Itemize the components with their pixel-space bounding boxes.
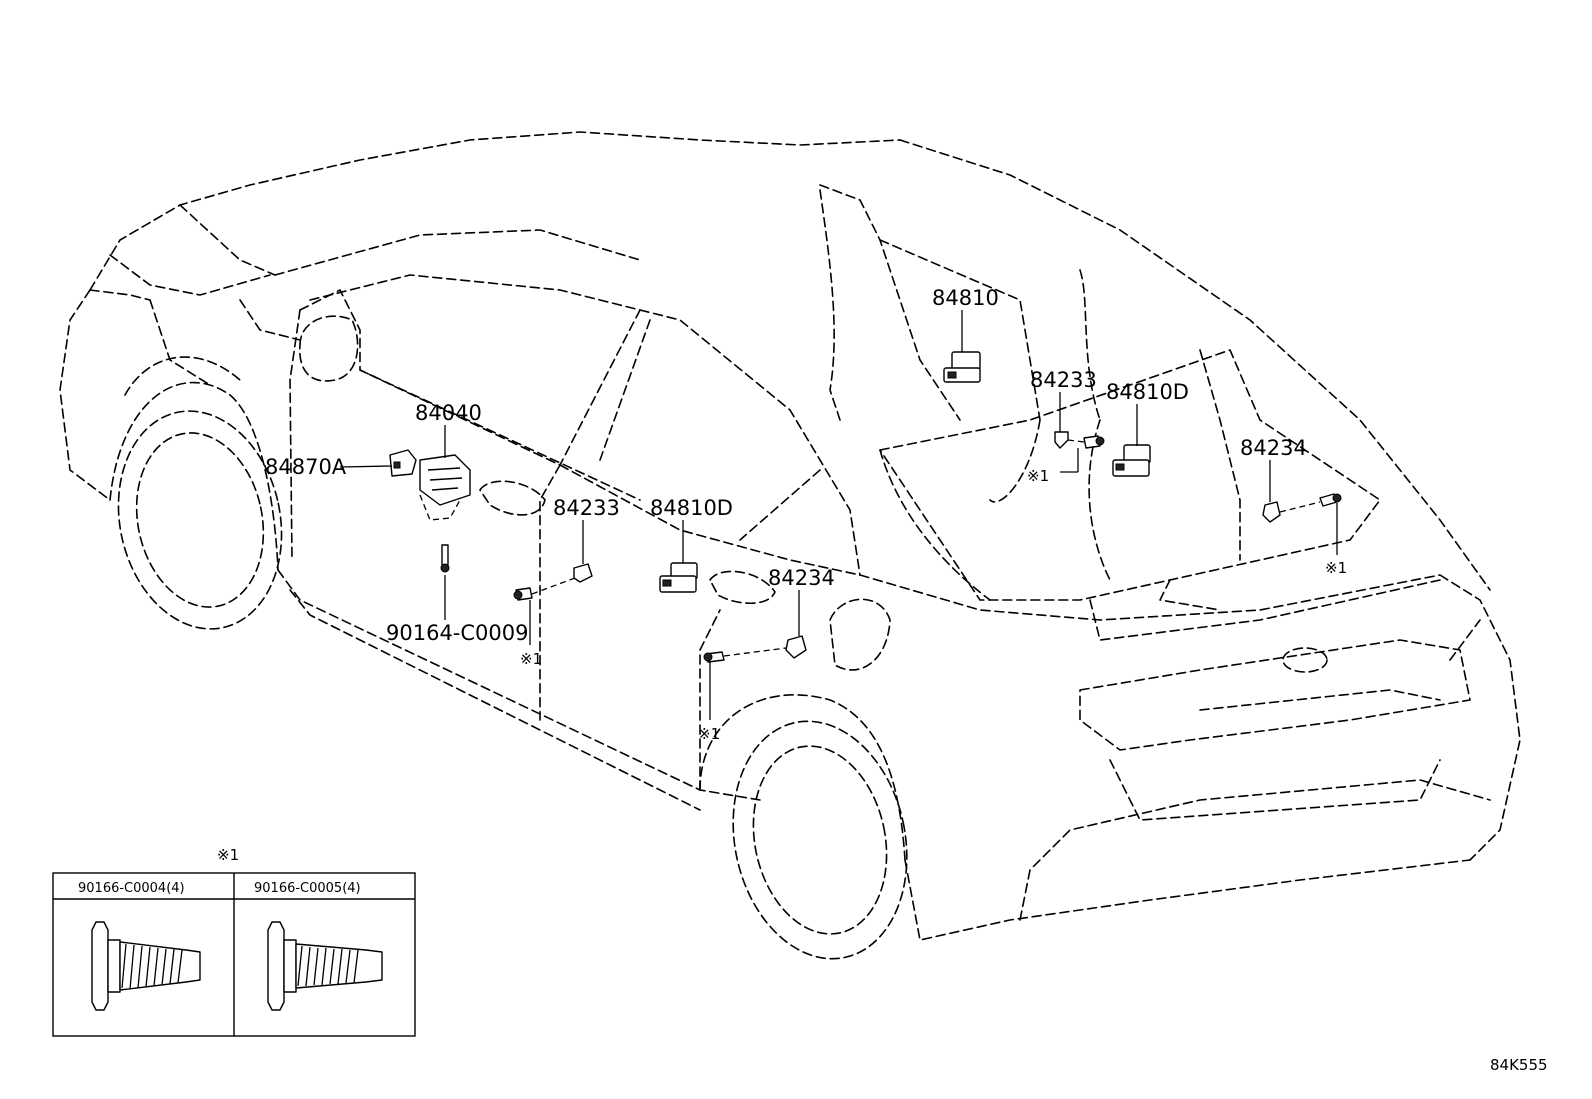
part-labels: 84810 84233 84810D 84234 84040 84870A 84… <box>265 286 1307 645</box>
ref-mark-rear-door: ※1 <box>698 725 720 743</box>
ref-mark-front-door: ※1 <box>520 650 542 668</box>
screw-rear-far-right <box>1319 493 1342 507</box>
label-84040: 84040 <box>415 401 482 425</box>
screw-90166-C0005-illustration <box>267 921 383 1011</box>
fastener-legend: ※1 90166-C0004(4) 90166-C0005(4) <box>52 846 416 1037</box>
part-84233-front-switch <box>573 563 593 583</box>
label-84234-rear: 84234 <box>1240 436 1307 460</box>
reference-marks: ※1 ※1 ※1 ※1 <box>520 467 1347 743</box>
diagram-code: 84K555 <box>1490 1056 1548 1074</box>
label-84810D-front: 84810D <box>650 496 733 520</box>
part-84870A-switch <box>389 449 417 477</box>
label-84810D-rear: 84810D <box>1106 380 1189 404</box>
screw-90166-C0004-illustration <box>91 921 201 1011</box>
screw-90164-C0009 <box>440 544 450 573</box>
screw-front-door <box>513 587 533 601</box>
legend-title: ※1 <box>217 846 239 864</box>
ref-mark-rear-inner: ※1 <box>1027 467 1049 485</box>
legend-label-left: 90166-C0004(4) <box>78 881 185 896</box>
label-84870A: 84870A <box>265 455 347 479</box>
part-84810-switch <box>943 351 981 383</box>
part-84234-front-switch <box>785 635 807 659</box>
part-84234-rear-switch <box>1262 501 1281 523</box>
label-84233-rear: 84233 <box>1030 368 1097 392</box>
label-84810: 84810 <box>932 286 999 310</box>
ref-mark-rear-far: ※1 <box>1325 559 1347 577</box>
label-84233-front: 84233 <box>553 496 620 520</box>
part-84810D-rear-switch <box>1112 444 1151 477</box>
car-body-outline <box>59 131 1521 960</box>
part-84040-switch-assembly <box>419 454 471 521</box>
part-84810D-front-switch <box>659 562 698 593</box>
leader-lines <box>339 310 1338 720</box>
legend-label-right: 90166-C0005(4) <box>254 881 361 896</box>
label-90164-C0009: 90164-C0009 <box>386 621 529 645</box>
part-84233-rear-switch <box>1054 431 1069 449</box>
screw-rear-right <box>1083 435 1105 449</box>
screw-rear-door <box>703 651 725 663</box>
label-84234-front: 84234 <box>768 566 835 590</box>
